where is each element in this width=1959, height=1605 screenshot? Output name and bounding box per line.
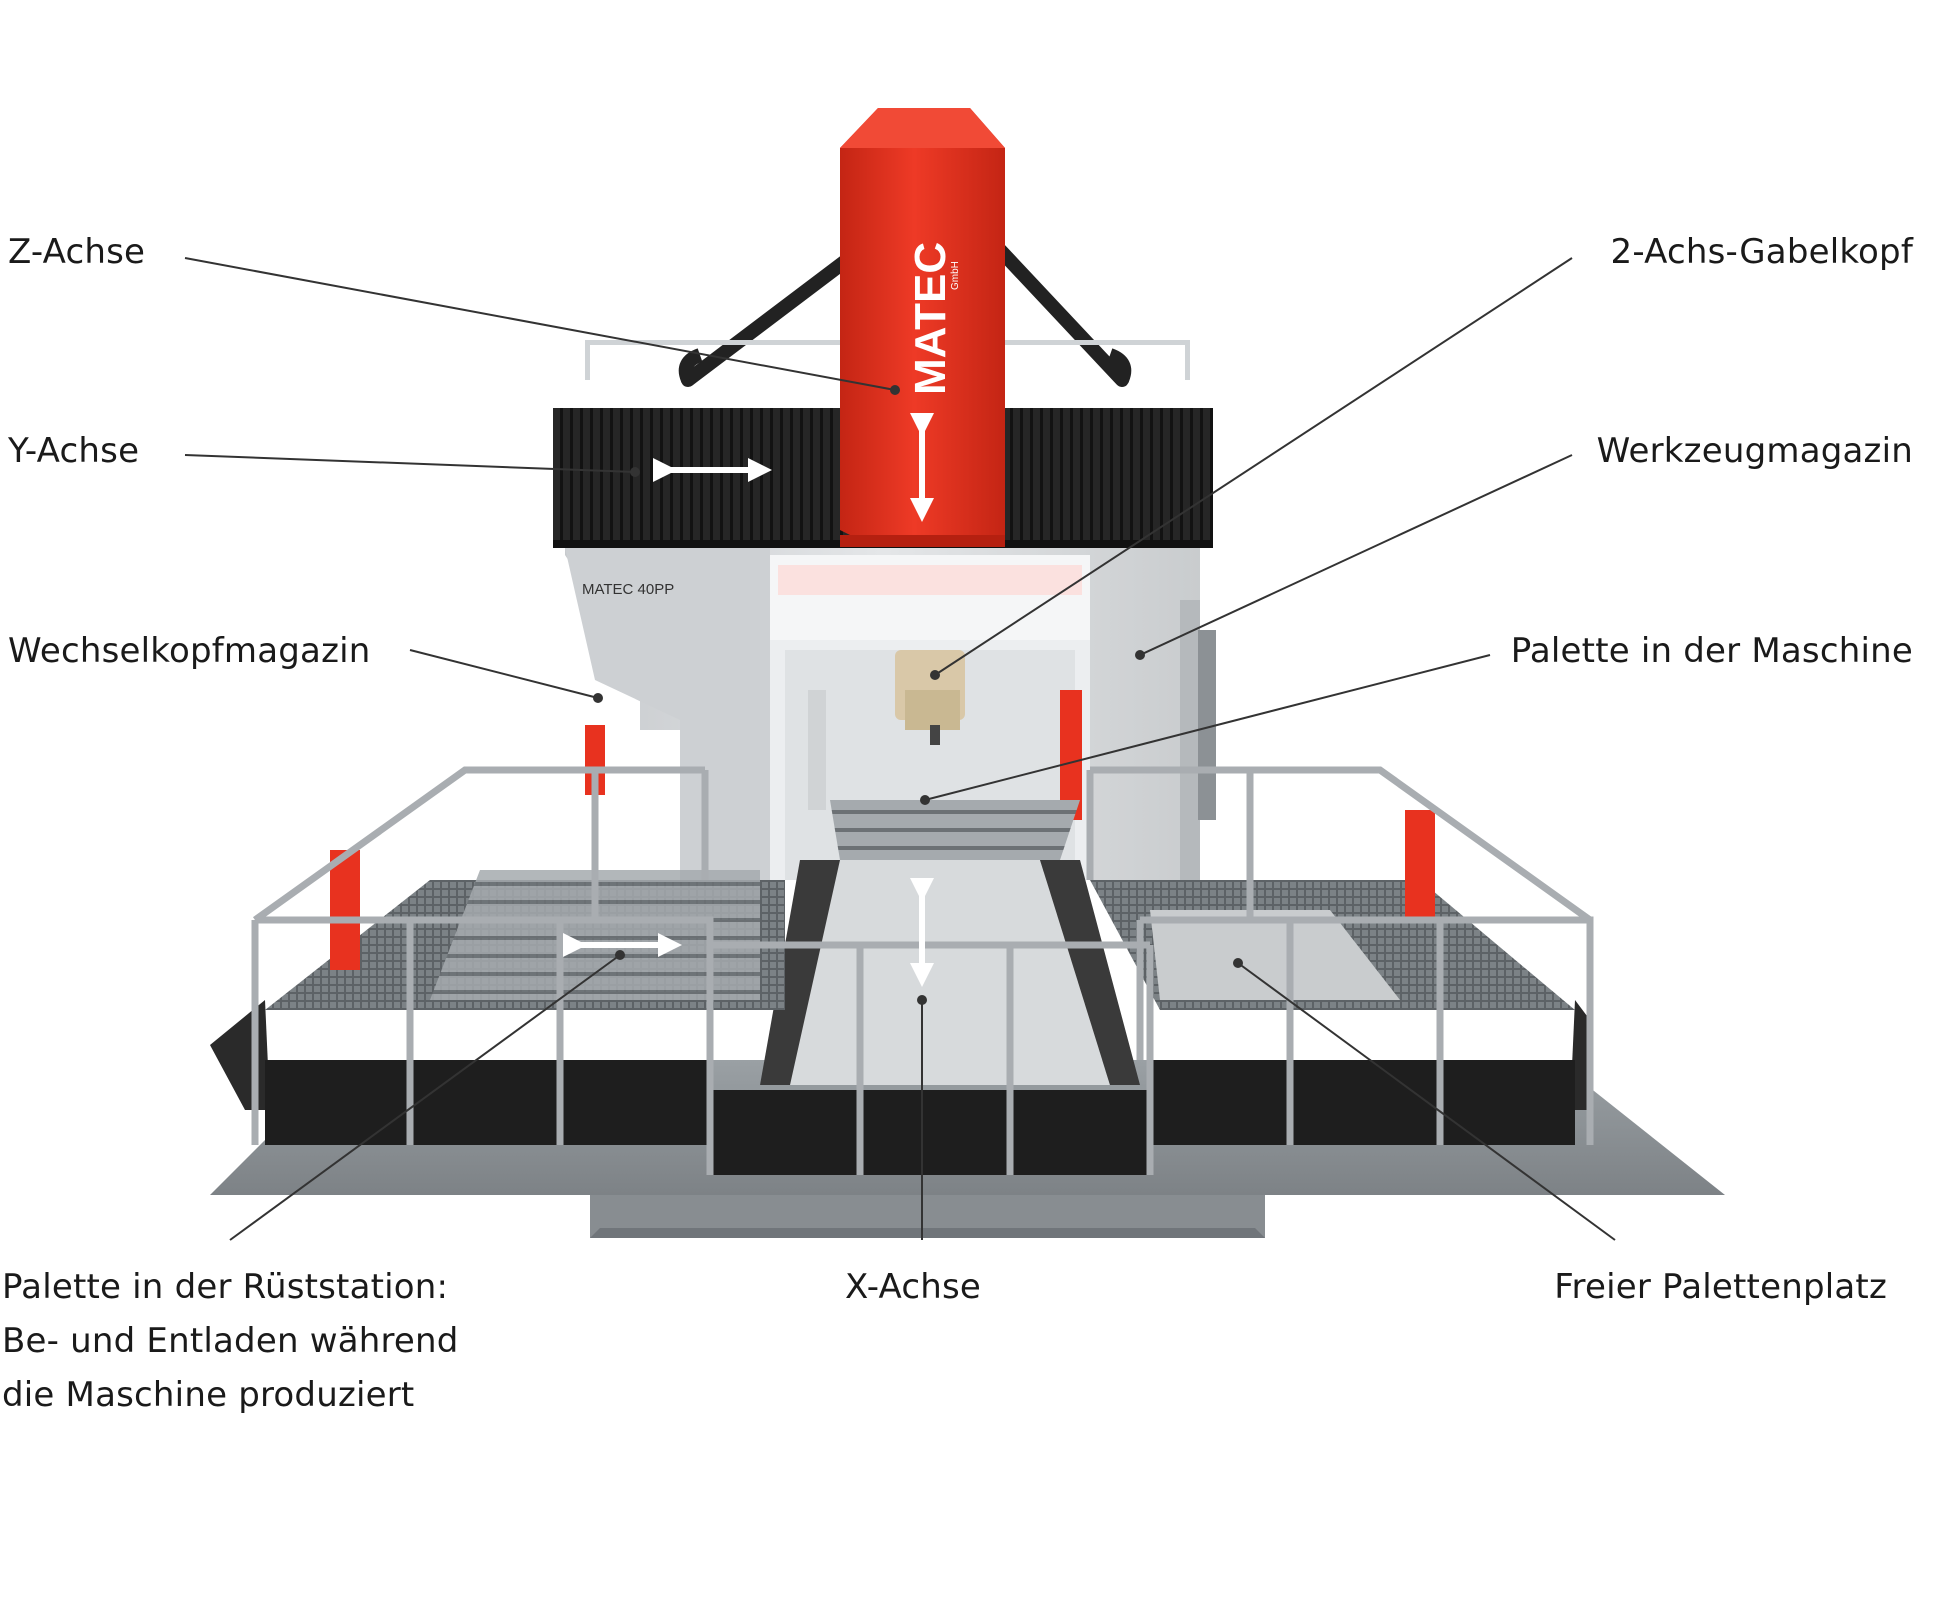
model-plate: MATEC 40PP	[582, 581, 674, 598]
skirt-center	[710, 1090, 1150, 1175]
cable-chain-right	[993, 243, 1129, 387]
leader-werkzeug	[1139, 454, 1573, 656]
leader-lines	[184, 257, 1616, 1241]
right-red-door	[1405, 810, 1435, 920]
leader-ruest	[229, 954, 621, 1241]
label-freier-palettenplatz: Freier Palettenplatz	[1554, 1267, 1887, 1307]
label-x-achse: X-Achse	[845, 1267, 982, 1307]
label-werkzeugmagazin: Werkzeugmagazin	[1596, 431, 1913, 471]
z-axis-ram	[840, 108, 1005, 545]
leader-y	[184, 454, 636, 473]
free-pallet-place	[1150, 910, 1400, 1000]
ram-brand: MATEC	[906, 242, 955, 395]
label-palette-maschine: Palette in der Maschine	[1510, 631, 1913, 671]
x-axis-track	[760, 860, 1110, 1085]
pallet-in-machine	[830, 800, 1080, 860]
motion-arrows	[563, 413, 934, 987]
ram-brand-sub: GmbH	[950, 261, 961, 290]
leader-gabel	[934, 257, 1573, 676]
label-wechselkopfmagazin: Wechselkopfmagazin	[8, 631, 371, 671]
label-palette-ruest-1: Palette in der Rüststation:	[2, 1267, 449, 1307]
label-y-achse: Y-Achse	[8, 431, 140, 471]
leader-dots	[593, 385, 1243, 1005]
leader-z	[184, 257, 896, 391]
leader-frei	[1237, 962, 1616, 1241]
label-z-achse: Z-Achse	[8, 232, 146, 272]
skirt-left	[265, 1060, 710, 1145]
left-red-door	[330, 850, 360, 970]
left-base	[210, 1000, 270, 1110]
label-palette-ruest-2: Be- und Entladen während	[2, 1321, 459, 1361]
skirt-right	[1150, 1060, 1575, 1145]
cable-chain-left	[681, 243, 867, 387]
leader-palette-masch	[924, 654, 1491, 801]
label-palette-ruest-3: die Maschine produziert	[2, 1375, 415, 1415]
leader-wechsel	[409, 649, 599, 699]
floor-plate-front	[590, 1195, 1265, 1238]
label-gabelkopf: 2-Achs-Gabelkopf	[1610, 232, 1913, 272]
